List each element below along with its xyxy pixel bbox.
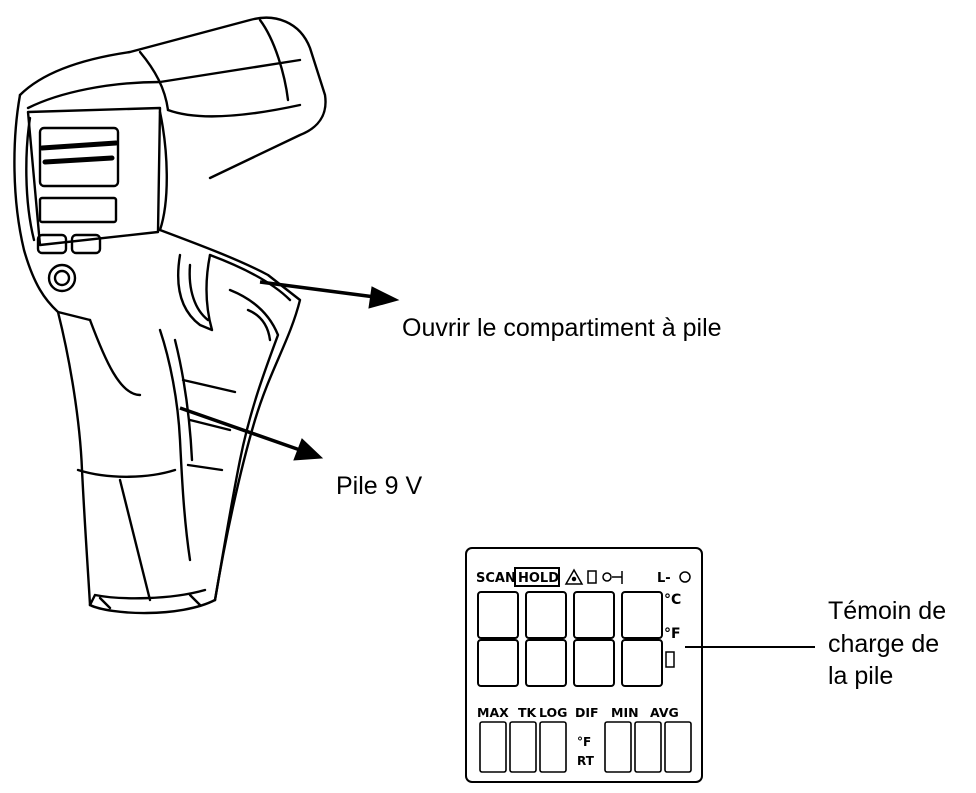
arrow-to-compartment — [259, 280, 376, 299]
laser-warning-icon — [564, 568, 584, 585]
callout-indicator-line-3: la pile — [828, 662, 894, 690]
lcd-mode-tk: TK — [518, 705, 538, 720]
lcd-mode-dif: DIF — [575, 705, 599, 720]
lcd-unit-celsius: °C — [664, 592, 681, 608]
callout-indicator-line-2: charge de — [828, 629, 940, 658]
lcd-main-digits — [477, 591, 663, 687]
sound-icon — [602, 571, 623, 584]
lcd-mode-log: LOG — [539, 705, 567, 720]
lcd-l-label: L- — [657, 571, 671, 586]
callout-battery-indicator: Témoin de charge de la pile — [828, 595, 946, 693]
lcd-mode-min: MIN — [611, 705, 639, 720]
callout-arrows — [179, 280, 815, 648]
arrow-head-battery — [293, 438, 324, 461]
lcd-rt-label: RT — [577, 754, 595, 768]
lcd-scan-label: SCAN — [476, 571, 516, 586]
lcd-mode-avg: AVG — [650, 705, 679, 720]
callout-indicator-line-1: Témoin de — [828, 597, 947, 625]
arrow-to-battery — [179, 406, 301, 452]
infrared-thermometer — [13, 16, 327, 615]
lcd-secondary-digits — [479, 721, 692, 773]
device-button-left — [36, 233, 68, 255]
callout-battery: Pile 9 V — [336, 472, 423, 500]
lcd-display: SCAN HOLD L- °C °F MAX TK LOG — [465, 547, 703, 783]
lock-icon — [587, 570, 597, 584]
device-screen — [38, 126, 120, 188]
lcd-unit-fahrenheit: °F — [664, 626, 681, 642]
device-button-round — [47, 263, 77, 293]
callout-open-compartment: Ouvrir le compartiment à pile — [402, 314, 722, 342]
arrow-head-compartment — [368, 286, 400, 309]
lcd-hold-label: HOLD — [518, 571, 559, 586]
device-button-right — [70, 233, 102, 255]
battery-icon — [665, 651, 675, 668]
lcd-mode-max: MAX — [477, 705, 509, 720]
lcd-cf-label: °F — [577, 735, 591, 749]
